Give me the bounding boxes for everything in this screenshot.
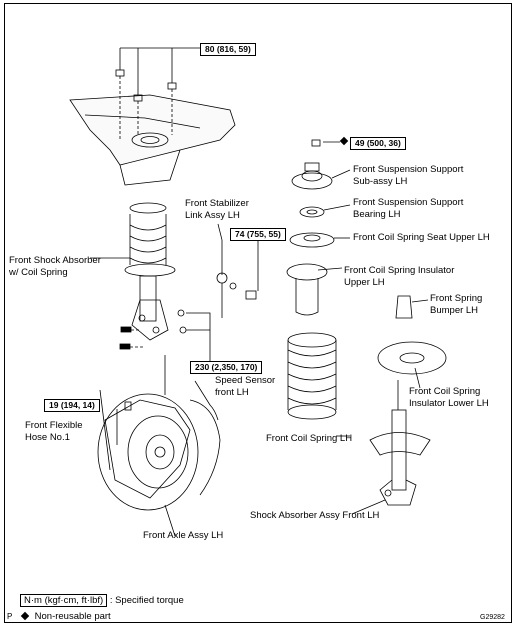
label-bearing: Front Suspension Support Bearing LH xyxy=(353,197,464,220)
support-leader xyxy=(331,169,351,179)
shock-absorber-coil-spring-illustration xyxy=(124,202,176,341)
torque-callout-support: 49 (500, 36) xyxy=(350,137,406,150)
insulator-lower-leader xyxy=(414,367,421,389)
coil-spring-illustration xyxy=(287,332,337,420)
label-insulator-lower: Front Coil Spring Insulator Lower LH xyxy=(409,386,489,409)
label-seat-upper: Front Coil Spring Seat Upper LH xyxy=(353,232,490,243)
insulator-lower-illustration xyxy=(377,341,447,375)
label-support: Front Suspension Support Sub-assy LH xyxy=(353,164,464,187)
knuckle-torque-leader xyxy=(186,312,211,365)
knuckle-bolts xyxy=(119,309,187,350)
torque-callout-knuckle: 230 (2,350, 170) xyxy=(190,361,263,374)
legend-nonreusable-desc: Non-reusable part xyxy=(34,611,111,622)
diamond-icon xyxy=(20,611,30,621)
speed-sensor-leader xyxy=(194,380,219,421)
legend-torque-box: N·m (kgf·cm, ft·lbf) xyxy=(20,594,108,607)
bearing-leader xyxy=(323,204,351,211)
legend-torque: N·m (kgf·cm, ft·lbf) : Specified torque xyxy=(20,594,184,607)
front-axle-illustration xyxy=(97,355,221,511)
flex-hose-bolt xyxy=(116,401,132,445)
torque-callout-hose: 19 (194, 14) xyxy=(44,399,100,412)
insulator-leader xyxy=(317,267,343,271)
label-spring-bumper: Front Spring Bumper LH xyxy=(430,293,483,316)
label-stabilizer-link: Front Stabilizer Link Assy LH xyxy=(185,198,249,221)
insulator-upper-illustration xyxy=(286,263,328,316)
label-shock-assy: Shock Absorber Assy Front LH xyxy=(250,510,380,521)
shock-assy-leader xyxy=(351,499,386,515)
label-speed-sensor: Speed Sensor front LH xyxy=(215,375,276,398)
footer-figure-code: G29282 xyxy=(480,614,505,621)
torque-callout-upper: 80 (816, 59) xyxy=(200,43,256,56)
footer-page-mark: P xyxy=(7,612,13,621)
axle-leader xyxy=(164,504,176,537)
legend-nonreusable: Non-reusable part xyxy=(20,611,111,623)
support-nut-illustration xyxy=(311,139,321,147)
diagram-frame xyxy=(4,3,512,623)
label-front-axle: Front Axle Assy LH xyxy=(143,530,224,541)
body-mount-illustration xyxy=(69,94,236,186)
label-shock-coil: Front Shock Absorber w/ Coil Spring xyxy=(9,255,101,278)
label-flex-hose: Front Flexible Hose No.1 xyxy=(25,420,83,443)
diamond-icon xyxy=(339,136,349,146)
bearing-illustration xyxy=(299,206,325,218)
label-insulator-upper: Front Coil Spring Insulator Upper LH xyxy=(344,265,455,288)
support-illustration xyxy=(291,162,333,190)
bumper-leader xyxy=(411,299,429,303)
upper-torque-leader xyxy=(119,47,200,95)
spring-seat-upper-illustration xyxy=(289,232,335,248)
torque-callout-stabilizer: 74 (755, 55) xyxy=(230,228,286,241)
legend-torque-desc: : Specified torque xyxy=(109,595,184,606)
shock-absorber-assy-illustration xyxy=(369,380,431,506)
spring-bumper-illustration xyxy=(395,295,413,319)
label-coil-spring: Front Coil Spring LH xyxy=(266,433,353,444)
stabilizer-link-illustration xyxy=(216,240,257,318)
upper-mount-nuts xyxy=(115,69,177,140)
stabilizer-label-leader xyxy=(217,223,223,241)
